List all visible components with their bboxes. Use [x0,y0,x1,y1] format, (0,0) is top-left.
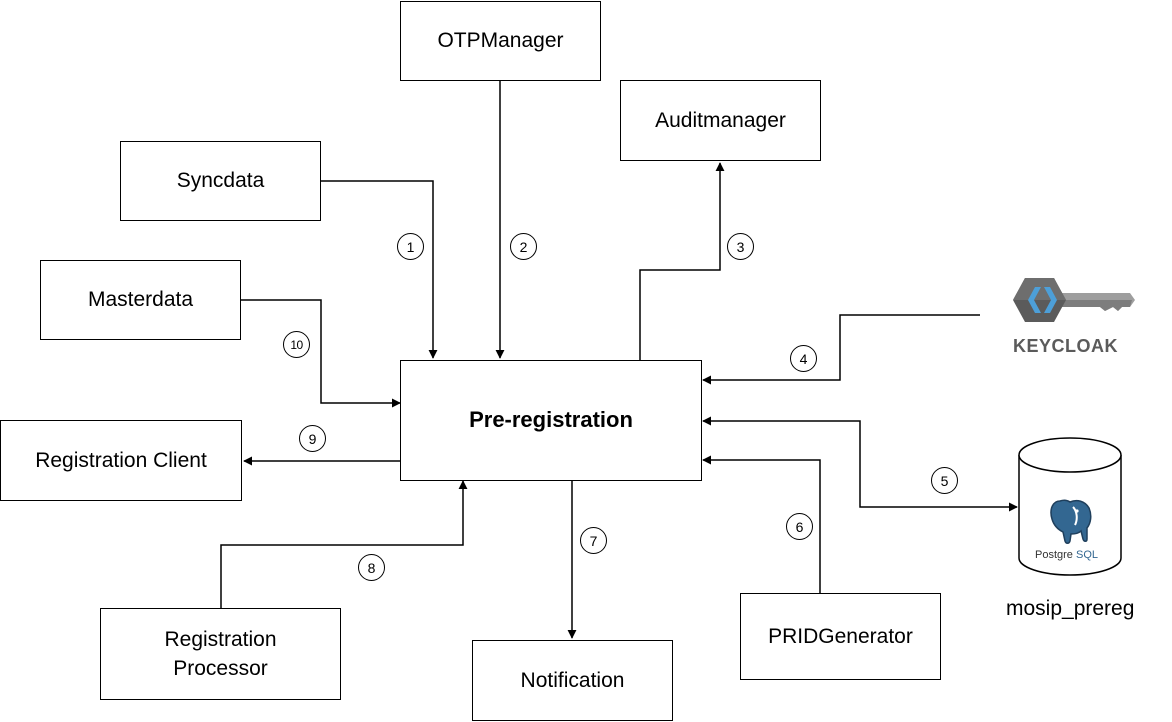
registration-processor-label-line2: Processor [173,657,268,680]
connector-pridgenerator [702,455,821,593]
syncdata-node: Syncdata [120,141,321,221]
auditmanager-node: Auditmanager [620,80,821,161]
registration-client-node: Registration Client [0,420,242,501]
keycloak-logo-icon: KEYCLOAK [1013,278,1135,356]
step-1-badge: 1 [397,233,424,260]
postgresql-text-b: SQL [1076,549,1098,561]
step-2-badge: 2 [510,233,537,260]
step-8-badge: 8 [358,554,385,581]
registration-client-label: Registration Client [35,448,207,472]
connector-keycloak [702,314,980,385]
keycloak-logo-text: KEYCLOAK [1013,336,1118,356]
otpmanager-label: OTPManager [437,29,564,53]
connector-masterdata [241,299,401,408]
pre-registration-node: Pre-registration [400,360,702,481]
connector-regprocessor [220,480,468,608]
step-3-badge: 3 [727,233,754,260]
connector-auditmanager [639,162,725,361]
masterdata-label: Masterdata [87,288,194,312]
postgresql-text-a: Postgre [1035,549,1073,561]
pridgenerator-node: PRIDGenerator [740,593,941,680]
database-label: mosip_prereg [1006,597,1135,620]
postgresql-elephant-icon [1050,499,1092,544]
pridgenerator-label: PRIDGenerator [768,624,913,648]
step-6-badge: 6 [786,513,813,540]
database-cylinder-icon: Postgre SQL [1018,437,1122,576]
auditmanager-label: Auditmanager [655,108,786,132]
step-5-badge: 5 [931,467,958,494]
step-9-badge: 9 [299,425,326,452]
step-4-badge: 4 [790,345,817,372]
notification-label: Notification [520,668,625,692]
connector-database [702,416,1018,512]
step-7-badge: 7 [580,527,607,554]
pre-registration-label: Pre-registration [469,407,633,433]
syncdata-label: Syncdata [176,169,265,193]
registration-processor-node: Registration Processor [100,608,341,700]
registration-processor-label-line1: Registration [164,627,277,651]
connector-syncdata [321,180,438,359]
masterdata-node: Masterdata [40,260,241,340]
step-10-badge: 10 [283,331,310,358]
notification-node: Notification [472,640,673,721]
otpmanager-node: OTPManager [400,1,601,81]
